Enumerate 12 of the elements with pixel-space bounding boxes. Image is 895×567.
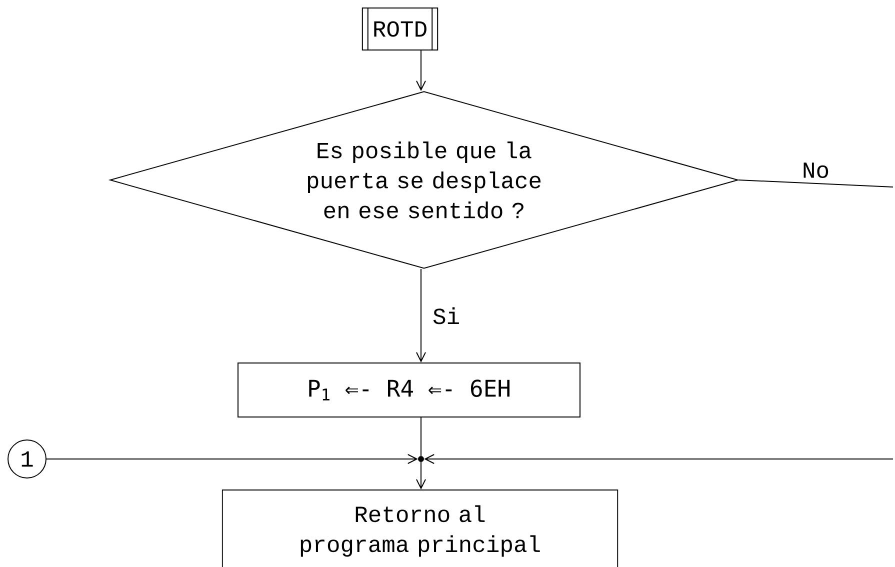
process-box: Retorno al programa principal: [222, 490, 618, 567]
arrow: [416, 268, 426, 362]
arrow: [416, 462, 426, 490]
edge-label: No: [800, 162, 831, 179]
arrow: [424, 454, 894, 464]
arrow: [416, 50, 426, 91]
process-box: P$_{1}$ ⇐- R4 ⇐- 6EH: [238, 362, 580, 418]
edge-label: Si: [432, 306, 462, 326]
connector-line: [420, 417, 422, 456]
arrow: [46, 454, 418, 464]
connector-line: [738, 180, 894, 188]
predefined-process-box: ROTD: [362, 8, 438, 50]
